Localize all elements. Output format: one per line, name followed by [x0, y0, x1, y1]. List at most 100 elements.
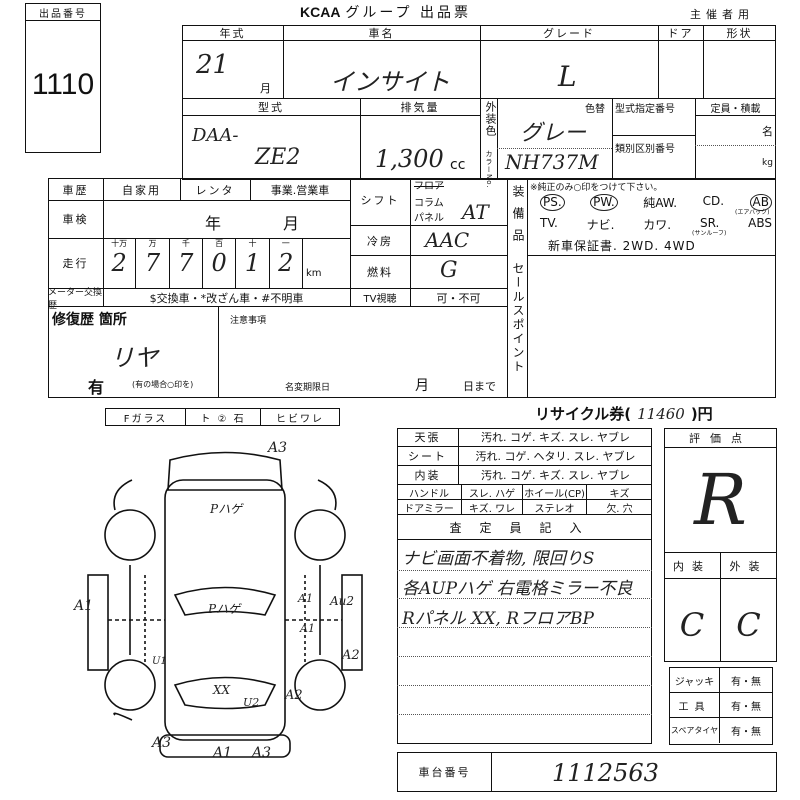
fuel-label: 燃料	[367, 266, 393, 279]
equipment-note: ※純正のみ○印をつけて下さい。	[530, 183, 663, 193]
mileage-digit: 1	[244, 249, 261, 277]
displacement-value: 1,300	[375, 145, 444, 173]
shift-column: コラム	[414, 198, 444, 209]
color-no-value: NH737M	[505, 150, 599, 174]
equipment-label: 装備品	[511, 185, 525, 251]
year-value: 21	[196, 50, 230, 80]
mileage-unit: km	[306, 268, 322, 279]
repair-label: 修復歴 箇所	[52, 312, 127, 328]
inspector-label: 査定員記入	[397, 515, 652, 540]
exterior-color-label: 外装色	[484, 101, 497, 137]
ceiling-label: 天張	[397, 428, 459, 446]
recycle-fee: リサイクル券(11460)円	[535, 405, 713, 423]
recycle-value: 11460	[637, 405, 685, 423]
damage-mark: A3	[252, 745, 272, 761]
inspection-month-unit: 月	[283, 214, 300, 233]
shift-panel: パネル	[414, 213, 444, 224]
mileage-digit: 0	[211, 249, 227, 277]
meter-label: メーター交換歴	[48, 287, 103, 311]
equipment-row-1: PS.PW.純AW.CD.AB	[540, 194, 772, 211]
model-prefix: DAA-	[192, 125, 239, 146]
accessories-table: ジャッキ有・無 工具有・無 スペアタイヤ有・無	[669, 667, 773, 745]
chassis-number-row: 車台番号 1112563	[397, 752, 777, 792]
interior-label: 内装	[397, 466, 459, 484]
history-rental: レンタ	[195, 183, 235, 197]
damage-mark: A2	[285, 688, 303, 703]
meter-options: $交換車・*改ざん車・#不明車	[149, 291, 304, 305]
grade-label: グレード	[543, 27, 595, 40]
rear-window	[173, 676, 277, 710]
mileage-label: 走行	[62, 257, 89, 270]
chassis-label: 車台番号	[398, 753, 492, 791]
history-private: 自家用	[122, 183, 161, 197]
windshield	[173, 586, 277, 616]
inspector-note: ナビ画面不着物, 限回りS	[402, 549, 595, 569]
brand-logo: KCAA	[300, 4, 341, 20]
lot-number-box: 出品番号 1110	[25, 3, 101, 153]
equipment-aw: 純AW.	[643, 196, 678, 210]
organizer-label: 主催者用	[690, 8, 754, 21]
sales-point-label: セールスポイント	[511, 262, 525, 374]
repair-has: 有	[88, 378, 105, 397]
wheel-fr	[294, 509, 346, 561]
interior-check-table	[397, 428, 652, 744]
front-bumper	[167, 451, 283, 491]
kg-unit: kg	[762, 158, 773, 168]
tv-options: 可・不可	[436, 291, 481, 305]
repair-location: リヤ	[110, 344, 158, 372]
mileage-digit: 2	[278, 249, 294, 277]
color-value: グレー	[520, 121, 587, 146]
equipment-cd: CD.	[702, 194, 725, 208]
wheel-rr	[294, 659, 346, 711]
exterior-score: C	[736, 606, 761, 644]
car-body	[164, 479, 286, 741]
sheet-title: KCAA グループ 出品票	[300, 4, 471, 21]
capacity-label: 定員・積載	[710, 103, 761, 115]
wheel-fl	[104, 509, 156, 561]
damage-mark: A1	[213, 745, 233, 761]
car-name: インサイト	[330, 68, 450, 96]
displacement-label: 排気量	[400, 101, 440, 114]
equipment-pw: PW.	[590, 194, 618, 211]
damage-mark: A3	[268, 440, 288, 456]
equipment-row-3: 新車保証書. 2WD. 4WD	[548, 239, 696, 253]
color-no-label: カラーNo.	[485, 150, 493, 189]
history-label: 車歴	[62, 183, 89, 197]
inspector-note: 各AUPハゲ 右電格ミラー不良	[402, 579, 633, 599]
mileage-digit: 7	[144, 249, 161, 277]
ac-value: AAC	[425, 228, 470, 252]
model-value: ZE2	[255, 145, 301, 170]
damage-mark: XX	[213, 683, 231, 697]
deadline-label: 名変期限日	[285, 383, 331, 393]
inspector-note: Rパネル XX, RフロアBP	[402, 609, 594, 629]
mileage-digit: 7	[178, 249, 194, 277]
damage-mark: A1	[74, 598, 94, 614]
repair-note: (有の場合○印を)	[132, 380, 194, 389]
shape-label: 形状	[726, 27, 753, 40]
windshield-row: Fガラス ト ② 石 ヒビワレ	[105, 408, 340, 426]
model-label: 型式	[258, 101, 284, 114]
year-label: 年式	[219, 27, 246, 40]
ceiling-options: 汚れ. コゲ. キズ. スレ. ヤブレ	[481, 431, 630, 444]
tv-label: TV視聴	[363, 294, 397, 305]
history-business: 事業.営業車	[270, 183, 330, 197]
equipment-ab: AB	[749, 194, 772, 211]
door-label: ドア	[667, 27, 694, 40]
category-label: 類別区別番号	[615, 144, 675, 155]
exterior-score-label: 外装	[729, 559, 768, 573]
car-damage-diagram	[87, 451, 363, 758]
inspection-label: 車検	[62, 213, 89, 226]
lot-number: 1110	[31, 68, 95, 101]
month-unit: 月	[260, 82, 271, 95]
fuel-value: G	[440, 258, 458, 283]
shift-floor: フロア	[414, 181, 444, 192]
interior-score-label: 内装	[673, 559, 711, 573]
color-change-label: 色替	[585, 104, 605, 115]
ac-label: 冷房	[367, 234, 393, 248]
interior-score: C	[679, 606, 705, 644]
damage-mark: Pハゲ	[208, 602, 241, 616]
damage-mark: Au2	[330, 594, 355, 608]
damage-mark: A1	[298, 592, 313, 605]
damage-mark: U1	[152, 656, 167, 667]
